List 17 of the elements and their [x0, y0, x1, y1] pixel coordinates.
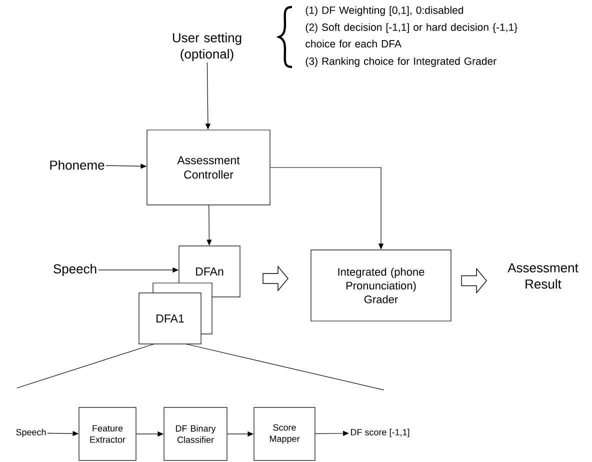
- process-box: Assessment Controller: [146, 130, 270, 206]
- block-arrow: [461, 268, 487, 294]
- text-label: Phoneme: [50, 160, 104, 170]
- text-label: User setting (optional): [172, 32, 242, 62]
- process-box: Feature Extractor: [78, 407, 136, 461]
- text-label: DF score [-1,1]: [350, 428, 410, 438]
- text-label: Speech: [16, 428, 46, 438]
- text-label: Assessment Result: [508, 263, 578, 289]
- text-label: Speech: [54, 264, 96, 276]
- note-text: (3) Ranking choice for Integrated Grader: [306, 57, 496, 67]
- note-text: (2) Soft decision [-1,1] or hard decision {-1,1} choice for each DFA: [306, 23, 518, 48]
- block-arrow: [262, 266, 288, 292]
- process-box: DFA1: [138, 292, 202, 344]
- process-box: Score Mapper: [254, 407, 316, 461]
- process-box: Integrated (phone Pronunciation) Grader: [310, 250, 452, 322]
- process-box: DF Binary Classifier: [164, 407, 228, 461]
- note-text: (1) DF Weighting [0,1], 0:disabled: [306, 6, 464, 16]
